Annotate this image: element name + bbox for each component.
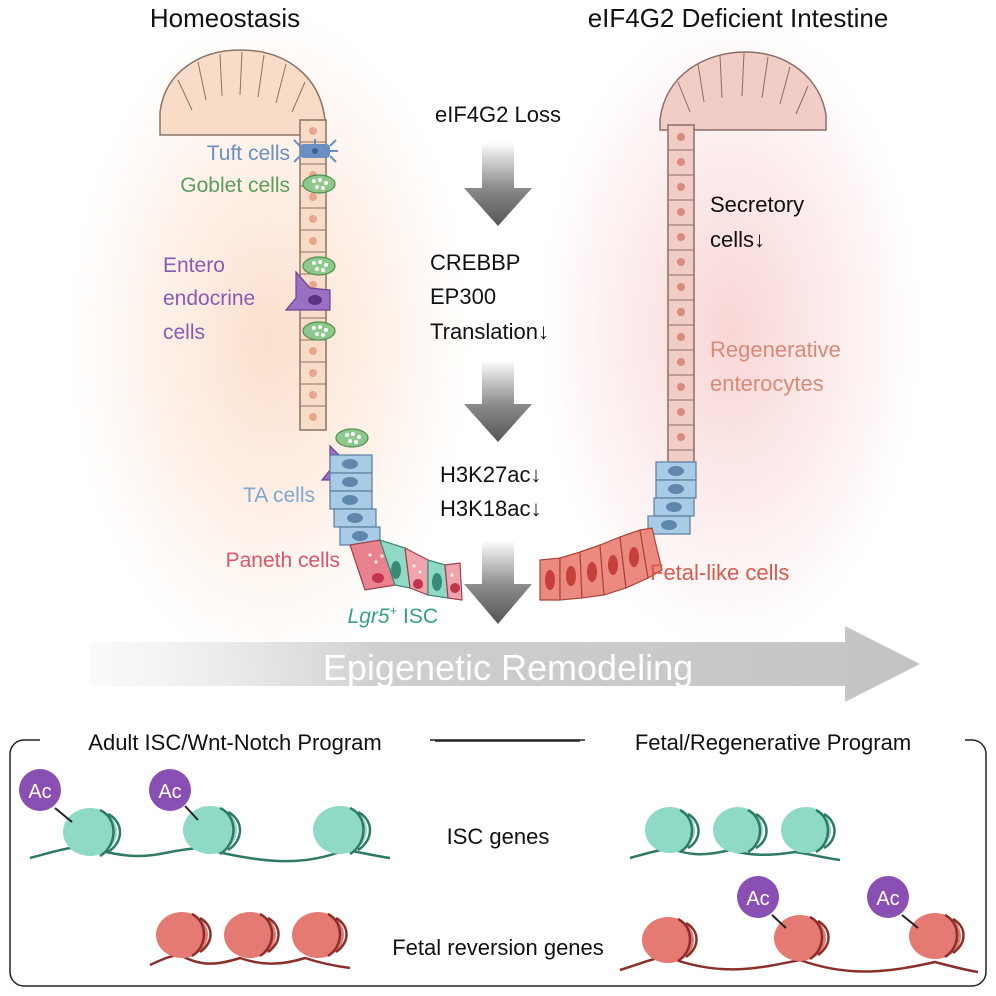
secretory-cells-text: cells (710, 227, 754, 252)
ac-mark-2: Ac (149, 769, 199, 821)
nucleosome-isc-1 (63, 808, 122, 858)
title-homeostasis: Homeostasis (150, 3, 300, 33)
program-title-right: Fetal/Regenerative Program (635, 730, 911, 755)
label-secretory-1: Secretory (710, 192, 804, 217)
pathway-ep300: EP300 (430, 284, 496, 309)
pathway-arrow-2 (464, 360, 532, 442)
h3k18ac-down-arrow: ↓ (531, 496, 542, 521)
nucleosome-fetal-1 (156, 912, 212, 958)
crypt-base (349, 539, 463, 601)
translation-text: Translation (430, 319, 538, 344)
pathway-translation: Translation↓ (430, 319, 549, 344)
label-entero-1: Entero (163, 254, 225, 277)
lgr5-italic: Lgr5 (348, 605, 390, 628)
h3k18ac-text: H3K18ac (440, 496, 531, 521)
nucleosome-fetal-4 (642, 917, 698, 963)
nucleosome-isc-4 (645, 807, 700, 854)
right-glow (540, 10, 920, 650)
lgr5-rest: ISC (397, 605, 438, 628)
program-title-bg-right (585, 728, 965, 754)
nucleosome-fetal-2 (224, 912, 280, 958)
h3k27ac-down-arrow: ↓ (531, 462, 542, 487)
label-goblet-cells: Goblet cells (180, 174, 290, 197)
ac-mark-4: Ac (867, 876, 919, 929)
label-secretory-2: cells↓ (710, 227, 765, 252)
translation-down-arrow: ↓ (538, 319, 549, 344)
ac-mark-1: Ac (19, 769, 73, 823)
label-entero-2: endocrine (163, 287, 255, 310)
ac-label-1: Ac (28, 781, 51, 803)
nucleosome-fetal-5 (774, 915, 830, 961)
left-villus-cap-cells (177, 51, 306, 113)
right-crypt (539, 51, 827, 601)
label-fetal-like: Fetal-like cells (650, 560, 789, 585)
epigenetic-remodeling-banner: Epigenetic Remodeling (90, 626, 920, 702)
label-regen-1: Regenerative (710, 337, 841, 362)
banner-text: Epigenetic Remodeling (323, 647, 693, 688)
tuft-cell (293, 139, 338, 163)
label-entero-3: cells (163, 321, 205, 344)
ac-mark-3: Ac (737, 876, 787, 929)
nucleosome-isc-6 (781, 807, 836, 854)
pathway-eif4g2-loss: eIF4G2 Loss (435, 102, 561, 127)
pathway-arrow-1 (464, 142, 532, 226)
right-wall-cell-borders (668, 149, 694, 451)
right-ta-nuclei (661, 466, 684, 530)
fetal-like-nuclei (545, 547, 639, 590)
secretory-down-arrow: ↓ (754, 227, 765, 252)
label-regen-2: enterocytes (710, 371, 824, 396)
ac-label-2: Ac (158, 781, 181, 803)
pathway-arrow-3 (464, 540, 532, 624)
right-villus-cap (659, 51, 827, 131)
isc-genes-label: ISC genes (447, 824, 550, 849)
right-wall-nuclei (677, 133, 685, 441)
h3k27ac-text: H3K27ac (440, 462, 531, 487)
ta-nuclei (342, 459, 368, 541)
program-box: Adult ISC/Wnt-Notch Program Fetal/Regene… (9, 728, 987, 987)
label-paneth-cells: Paneth cells (226, 549, 340, 572)
pathway-h3k27ac: H3K27ac↓ (440, 462, 542, 487)
program-title-bg-left (40, 728, 430, 754)
right-villus-cap-cells (677, 52, 809, 115)
title-deficient: eIF4G2 Deficient Intestine (588, 3, 889, 33)
pathway-crebbp: CREBBP (430, 250, 520, 275)
pathway-h3k18ac: H3K18ac↓ (440, 496, 542, 521)
label-lgr5-isc: Lgr5+ ISC (348, 603, 438, 628)
ac-label-4: Ac (876, 888, 899, 910)
ac-label-3: Ac (746, 888, 769, 910)
label-tuft-cells: Tuft cells (207, 142, 290, 165)
nucleosome-isc-3 (313, 806, 372, 856)
left-crypt (159, 49, 463, 601)
goblet-cells (302, 174, 369, 448)
fetal-reversion-genes-label: Fetal reversion genes (392, 935, 604, 960)
nucleosome-isc-5 (713, 807, 768, 854)
program-title-left: Adult ISC/Wnt-Notch Program (88, 730, 381, 755)
label-ta-cells: TA cells (243, 484, 315, 507)
nucleosome-fetal-3 (292, 912, 348, 958)
lgr5-sup: + (390, 603, 398, 618)
nucleosome-fetal-6 (909, 913, 965, 959)
